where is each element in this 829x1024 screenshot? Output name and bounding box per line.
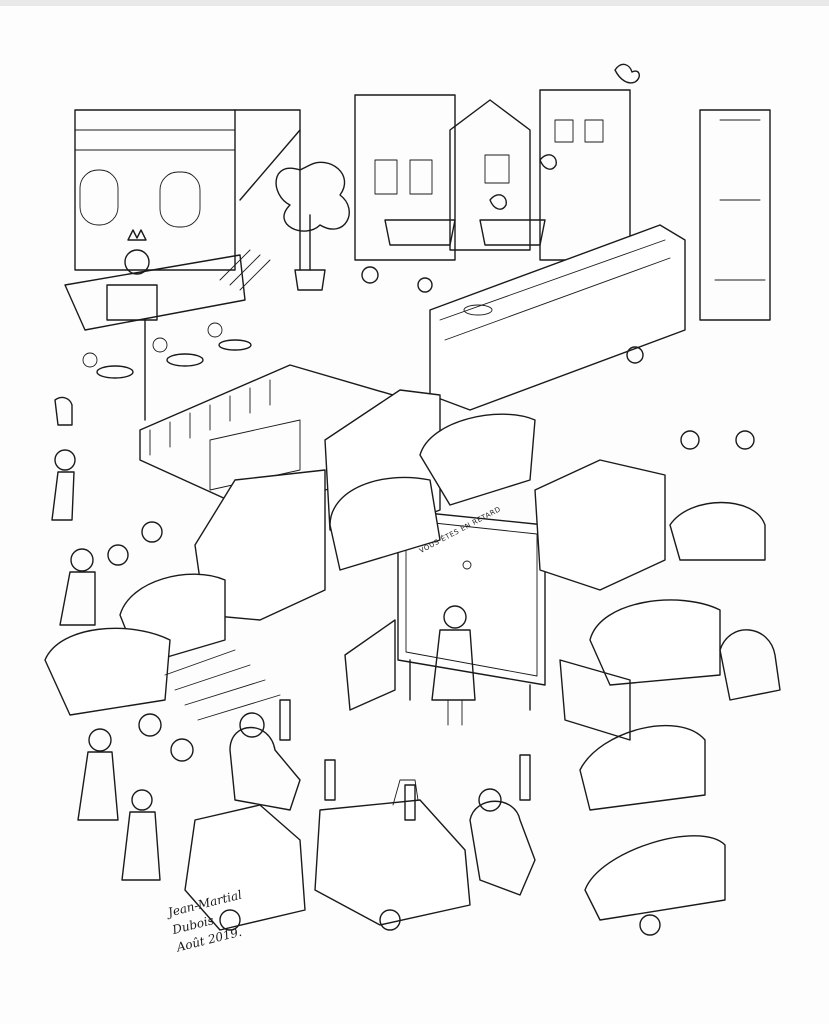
lamp-post: [106, 229, 158, 421]
scan-edge: [0, 0, 829, 6]
scooters: [229, 629, 781, 896]
pedestrians: [51, 266, 755, 881]
buildings: [64, 89, 771, 331]
traffic: [44, 389, 766, 936]
bus: [429, 224, 686, 411]
bollards: [279, 619, 631, 821]
birds: [54, 63, 640, 426]
cafe-terrace: [82, 322, 252, 379]
tree: [275, 161, 350, 291]
crosswalk: [164, 649, 281, 721]
billboard-panel: [397, 509, 546, 711]
